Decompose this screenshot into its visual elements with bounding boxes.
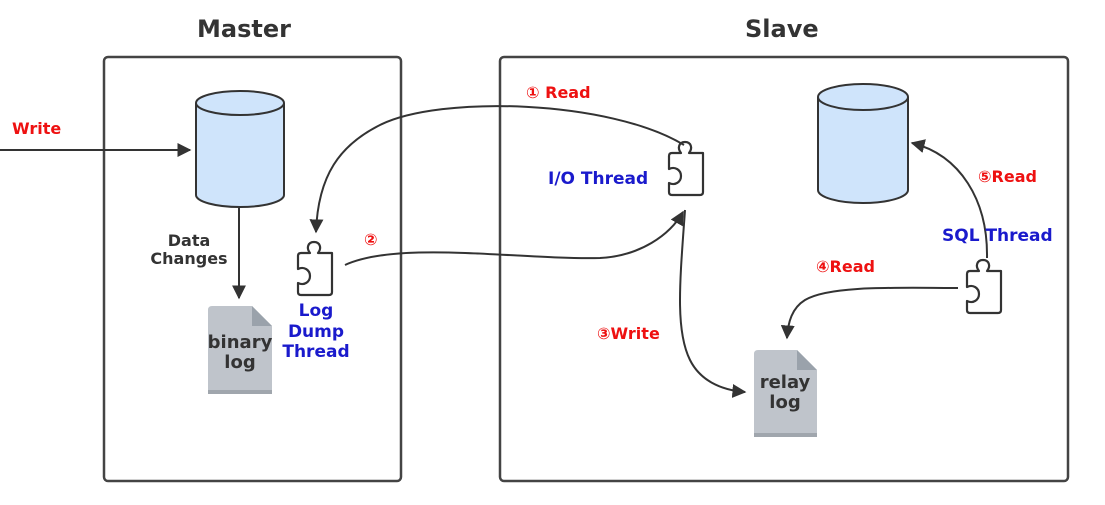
slave-title: Slave	[745, 15, 819, 43]
step5-read-label: ⑤Read	[978, 167, 1037, 186]
slave-container	[498, 55, 1070, 483]
binary-log-line-1: binary	[207, 332, 273, 353]
relay-log-line-2: log	[769, 391, 801, 413]
log-dump-line-1: Log	[298, 301, 334, 321]
relay-log-file-icon	[754, 350, 817, 437]
data-changes-line-1: Data	[167, 231, 211, 250]
data-changes-line-2: Changes	[150, 248, 228, 268]
master-database-icon	[195, 90, 285, 208]
io-thread-puzzle-icon	[667, 140, 705, 197]
step2-send-arrow	[344, 210, 684, 266]
step1-read-arrow	[309, 105, 685, 234]
step3-write-arrow	[679, 209, 747, 398]
relay-log-line-1: relay	[759, 372, 811, 393]
step4-read-arrow	[780, 286, 959, 340]
log-dump-thread-puzzle-icon	[296, 240, 334, 297]
binary-log-file-icon	[208, 306, 272, 394]
step1-read-label: ① Read	[526, 83, 591, 102]
master-container	[102, 55, 403, 483]
data-changes-label: Data Changes	[144, 232, 234, 267]
slave-database-icon	[817, 83, 909, 204]
log-dump-line-3: Thread	[282, 342, 350, 363]
step3-write-label: ③Write	[597, 324, 660, 343]
binary-log-line-2: log	[224, 351, 256, 373]
step2-label: ②	[364, 230, 378, 249]
io-thread-label: I/O Thread	[548, 169, 649, 189]
step4-read-label: ④Read	[816, 257, 875, 276]
log-dump-thread-label: Log Dump Thread	[276, 301, 356, 363]
log-dump-line-2: Dump	[287, 321, 345, 342]
sql-thread-puzzle-icon	[965, 258, 1003, 315]
master-title: Master	[197, 15, 291, 43]
sql-thread-label: SQL Thread	[942, 226, 1053, 246]
binary-log-label: binary log	[204, 333, 276, 373]
relay-log-label: relay log	[752, 373, 818, 413]
step5-read-arrow	[910, 139, 989, 259]
external-write-label: Write	[12, 119, 62, 138]
